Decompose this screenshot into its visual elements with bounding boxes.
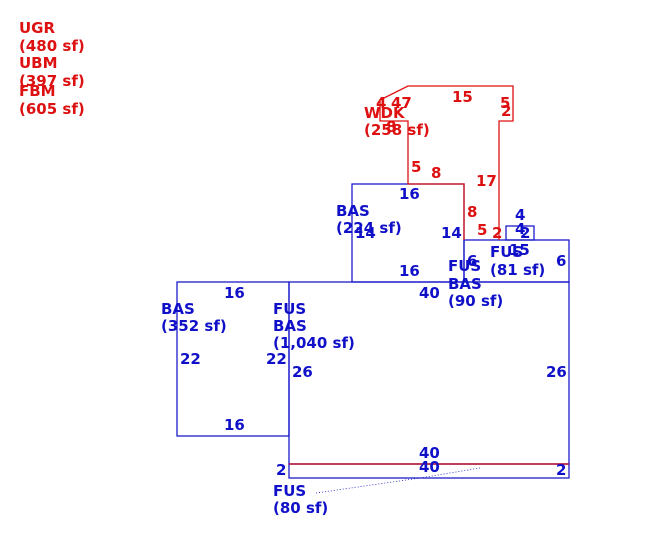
legend-ubm-area: (397 sf): [19, 72, 85, 90]
dim-label: 8: [431, 164, 441, 182]
dim-label: 15: [452, 88, 473, 106]
fus-bas-main-outline: [288, 281, 570, 465]
legend-ugr-area: (480 sf): [19, 37, 85, 55]
dim-label: 5: [411, 158, 421, 176]
legend-fbm-area: (605 sf): [19, 100, 85, 118]
dim-label: 22: [266, 350, 287, 368]
fus-small-code: FUS: [490, 243, 523, 261]
dim-label: 2: [556, 461, 566, 479]
dim-label: 14: [355, 224, 376, 242]
dim-label: 47: [391, 94, 412, 112]
dim-label: 4: [515, 206, 525, 224]
wdk-area: (258 sf): [364, 121, 430, 139]
fus-bas-small-area: (90 sf): [448, 292, 503, 310]
legend-ugr-code: UGR: [19, 19, 55, 37]
dim-label: 2: [276, 461, 286, 479]
dim-label: 16: [224, 284, 245, 302]
dim-label: 15: [509, 241, 530, 259]
legend-fbm-code: FBM: [19, 82, 56, 100]
dim-label: 40: [419, 444, 440, 462]
fus-bas-main-line1: FUS: [273, 300, 306, 318]
dim-label: 2: [520, 224, 530, 242]
dim-label: 40: [419, 284, 440, 302]
dim-label: 40: [419, 458, 440, 476]
dim-label: 26: [292, 363, 313, 381]
bas-left-area: (352 sf): [161, 317, 227, 335]
bas-left-code: BAS: [161, 300, 195, 318]
blue-outlines: [176, 183, 570, 494]
dim-label: 5: [477, 221, 487, 239]
dim-label: 16: [399, 262, 420, 280]
bas-upper-code: BAS: [336, 202, 370, 220]
dim-label: 17: [476, 172, 497, 190]
dim-label: 4: [515, 220, 525, 238]
dim-label: 8: [467, 203, 477, 221]
dim-label: 6: [467, 252, 477, 270]
wdk-code: WDK: [364, 104, 406, 122]
fus-bas-small-line2: BAS: [448, 275, 482, 293]
fus-strip-code: FUS: [273, 482, 306, 500]
dim-label: 26: [546, 363, 567, 381]
legend-ubm-code: UBM: [19, 54, 58, 72]
dim-label: 14: [441, 224, 462, 242]
dim-label: 4: [376, 94, 386, 112]
dim-label: 2: [492, 224, 502, 242]
dim-label: 22: [180, 350, 201, 368]
dim-label: 5: [500, 94, 510, 112]
dim-label: 8: [386, 118, 396, 136]
wdk-outline: [379, 85, 514, 240]
dim-label: 16: [399, 185, 420, 203]
bas-upper-area: (224 sf): [336, 219, 402, 237]
fus-bas-main-area: (1,040 sf): [273, 334, 355, 352]
fus-small-outline: [505, 225, 535, 241]
dim-label: 2: [501, 102, 511, 120]
dim-label: 6: [556, 252, 566, 270]
fus-bas-small-line1: FUS: [448, 257, 481, 275]
dim-label: 16: [224, 416, 245, 434]
strip-leader-line: [315, 467, 481, 494]
fus-bas-main-line2: BAS: [273, 317, 307, 335]
fus-strip-area: (80 sf): [273, 499, 328, 517]
fus-small-area: (81 sf): [490, 261, 545, 279]
